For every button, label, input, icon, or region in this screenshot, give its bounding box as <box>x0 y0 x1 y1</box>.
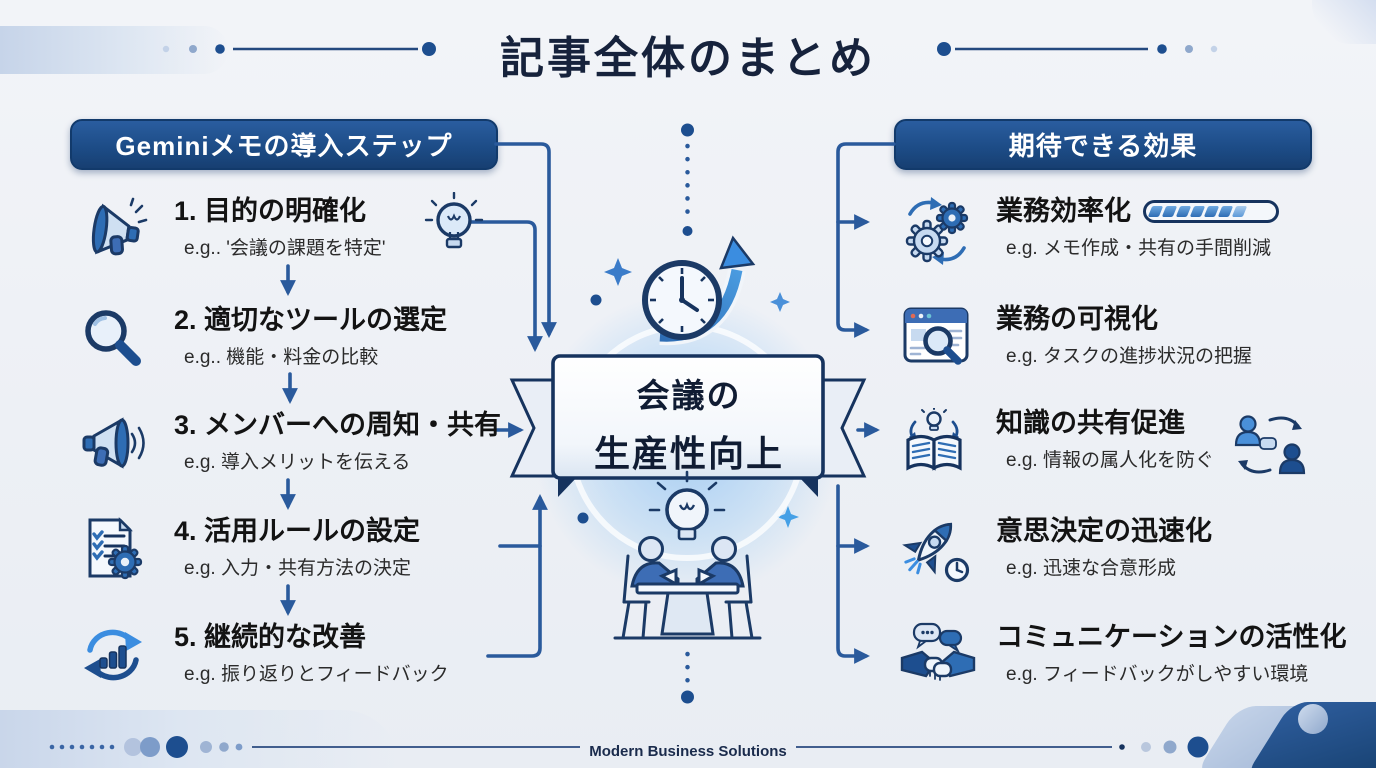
step-title: 3. メンバーへの周知・共有 <box>174 410 502 440</box>
step-5-text: 5. 継続的な改善 e.g. 振り返りとフィードバック <box>174 622 449 686</box>
center-spine <box>681 123 694 704</box>
footer-decor-left <box>49 736 580 758</box>
step-title: 1. 目的の明確化 <box>174 196 367 226</box>
page-title: 記事全体のまとめ <box>500 34 876 83</box>
step-title: 2. 適切なツールの選定 <box>174 305 448 335</box>
effect-row-2: 業務の可視化 e.g. タスクの進捗状況の把握 <box>900 302 1360 380</box>
step-example: e.g.. '会議の課題を特定' <box>184 238 386 260</box>
gears-sync-icon <box>900 196 970 266</box>
effect-example: e.g. 情報の属人化を防ぐ <box>1006 450 1214 472</box>
title-decor-right <box>937 42 1218 56</box>
effect-row-3: 知識の共有促進 e.g. 情報の属人化を防ぐ <box>900 406 1370 484</box>
megaphone-sound-icon <box>78 410 148 480</box>
bottom-left-wave-decor <box>0 710 400 768</box>
browser-search-icon <box>900 304 970 374</box>
left-section-header: Geminiメモの導入ステップ <box>70 119 498 170</box>
left-connectors <box>280 142 557 658</box>
magnifier-icon <box>78 305 148 375</box>
effect-title: 業務効率化 <box>996 196 1131 226</box>
clock-growth-arrow-icon <box>642 235 756 346</box>
effect-5-text: コミュニケーションの活性化 e.g. フィードバックがしやすい環境 <box>996 622 1346 686</box>
effect-row-4: 意思決定の迅速化 e.g. 迅速な合意形成 <box>900 514 1360 592</box>
step-3-text: 3. メンバーへの周知・共有 e.g. 導入メリットを伝える <box>174 410 501 474</box>
effect-1-text: 業務効率化 e.g. メモ作成・共有の手間削減 <box>996 196 1279 260</box>
idea-bulb-icon <box>648 470 726 541</box>
meeting-people-icon <box>613 536 762 640</box>
step-2-text: 2. 適切なツールの選定 e.g.. 機能・料金の比較 <box>174 305 447 369</box>
step-1-text: 1. 目的の明確化 e.g.. '会議の課題を特定' <box>174 196 386 260</box>
effect-example: e.g. フィードバックがしやすい環境 <box>1006 664 1309 686</box>
step-title: 5. 継続的な改善 <box>174 622 367 652</box>
effect-row-1: 業務効率化 e.g. メモ作成・共有の手間削減 <box>900 194 1370 272</box>
checklist-gear-icon <box>78 516 148 586</box>
bottom-right-circle-decor <box>1298 704 1328 734</box>
effect-title: 意思決定の迅速化 <box>996 516 1212 546</box>
step-row-5: 5. 継続的な改善 e.g. 振り返りとフィードバック <box>78 620 538 698</box>
right-connectors <box>836 142 896 664</box>
effect-example: e.g. タスクの進捗状況の把握 <box>1006 346 1252 368</box>
progress-bar <box>1143 200 1279 224</box>
footer-brand: Modern Business Solutions <box>589 743 787 760</box>
effect-title: 業務の可視化 <box>996 304 1158 334</box>
book-idea-icon <box>900 408 970 478</box>
effect-row-5: コミュニケーションの活性化 e.g. フィードバックがしやすい環境 <box>900 620 1370 698</box>
sparkle-decor <box>577 258 799 528</box>
step-example: e.g. 振り返りとフィードバック <box>184 664 449 686</box>
cycle-chart-icon <box>78 622 148 692</box>
step-title: 4. 活用ルールの設定 <box>174 516 421 546</box>
step-example: e.g.. 機能・料金の比較 <box>184 347 379 369</box>
right-section-header: 期待できる効果 <box>894 119 1312 170</box>
center-banner-text: 会議の 生産性向上 <box>556 369 822 477</box>
footer-decor-right <box>796 736 1209 758</box>
banner-line2: 生産性向上 <box>593 433 784 474</box>
effect-example: e.g. 迅速な合意形成 <box>1006 558 1176 580</box>
lightbulb-icon <box>424 192 484 262</box>
step-example: e.g. 入力・共有方法の決定 <box>184 558 411 580</box>
title-decor-left <box>162 42 436 56</box>
step-row-3: 3. メンバーへの周知・共有 e.g. 導入メリットを伝える <box>78 408 538 486</box>
megaphone-icon <box>78 196 148 266</box>
effect-4-text: 意思決定の迅速化 e.g. 迅速な合意形成 <box>996 516 1212 580</box>
step-row-1: 1. 目的の明確化 e.g.. '会議の課題を特定' <box>78 192 548 272</box>
step-example: e.g. 導入メリットを伝える <box>184 452 411 474</box>
ribbon-banner <box>509 354 867 497</box>
step-4-text: 4. 活用ルールの設定 e.g. 入力・共有方法の決定 <box>174 516 420 580</box>
handshake-chat-icon <box>900 622 976 692</box>
banner-line1: 会議の <box>636 377 742 414</box>
effect-title: コミュニケーションの活性化 <box>996 622 1347 652</box>
rocket-clock-icon <box>900 516 970 586</box>
step-row-2: 2. 適切なツールの選定 e.g.. 機能・料金の比較 <box>78 303 538 381</box>
people-exchange-icon <box>1232 412 1308 478</box>
effect-title: 知識の共有促進 <box>996 408 1185 438</box>
step-row-4: 4. 活用ルールの設定 e.g. 入力・共有方法の決定 <box>78 514 538 592</box>
effect-2-text: 業務の可視化 e.g. タスクの進捗状況の把握 <box>996 304 1252 368</box>
effect-example: e.g. メモ作成・共有の手間削減 <box>1006 238 1271 260</box>
effect-3-text: 知識の共有促進 e.g. 情報の属人化を防ぐ <box>996 408 1214 472</box>
